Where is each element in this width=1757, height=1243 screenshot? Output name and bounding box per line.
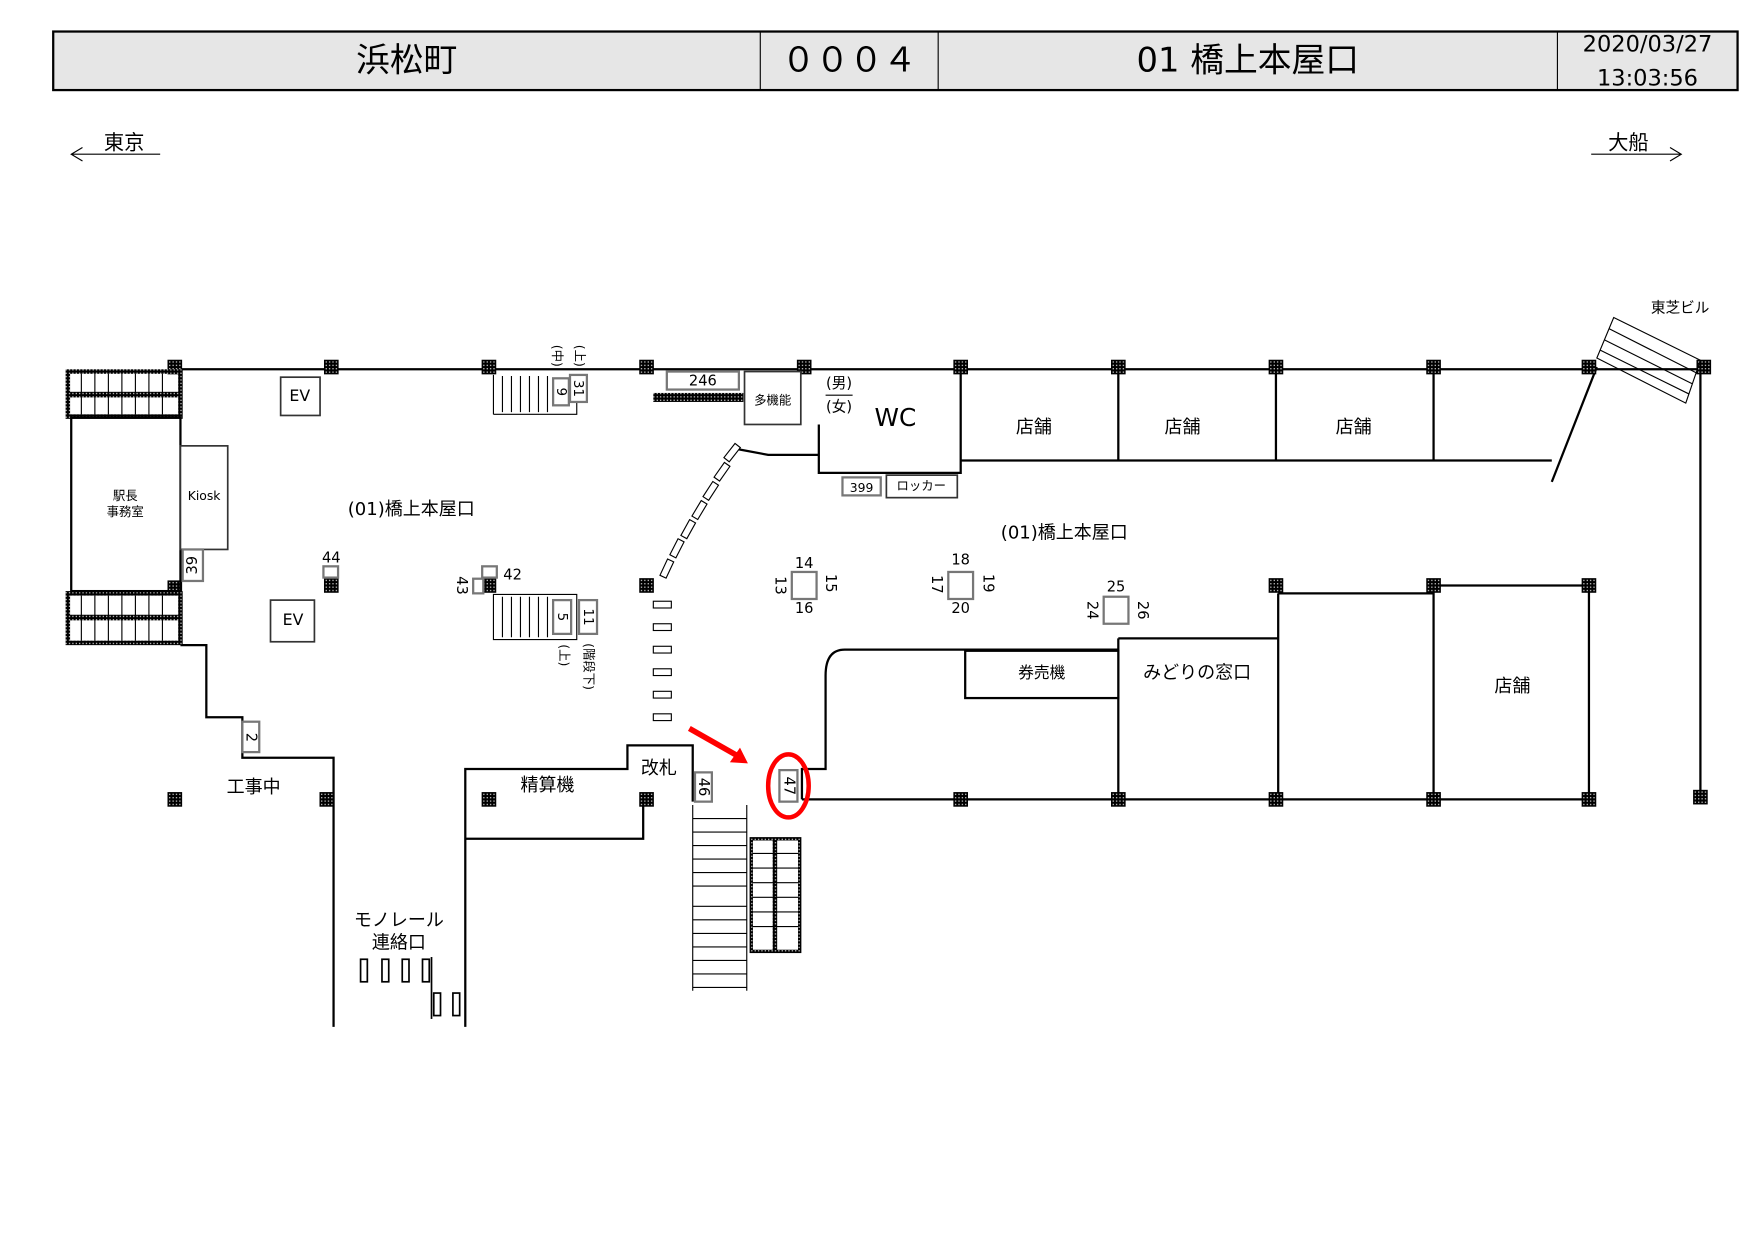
number-box-46 — [693, 771, 713, 803]
exit-name: 01 橋上本屋口 — [1137, 40, 1360, 79]
number-2: 2 — [242, 733, 259, 742]
arrow-left-icon — [70, 147, 161, 162]
number-16: 16 — [795, 600, 814, 617]
number-46: 46 — [695, 778, 712, 797]
construction-label: 工事中 — [227, 777, 281, 798]
number-246: 246 — [689, 373, 717, 390]
number-31: 31 — [570, 380, 586, 397]
station-name: 浜松町 — [356, 40, 457, 79]
multipurpose-label: 多機能 — [754, 392, 791, 407]
monorail-label-2: 連絡口 — [372, 933, 426, 954]
stairs-middle — [492, 593, 578, 641]
shop-label-2: 店舗 — [1164, 417, 1200, 438]
elevator-bottom — [269, 599, 316, 643]
number-44: 44 — [322, 549, 341, 566]
stairs-top — [492, 374, 578, 415]
number-box-2 — [241, 720, 261, 754]
number-5: 5 — [554, 613, 570, 622]
number-18: 18 — [951, 552, 970, 569]
direction-left-label: 東京 — [104, 131, 145, 155]
wc-label: WC — [875, 403, 917, 432]
number-14: 14 — [795, 555, 814, 572]
stair-label-up-2: (上) — [557, 644, 571, 666]
shop-label-3: 店舗 — [1336, 417, 1372, 438]
direction-left: 東京 — [70, 131, 161, 162]
escalator — [749, 837, 802, 954]
station-code: ０００４ — [782, 40, 917, 79]
station-office-label: 駅長 — [113, 489, 138, 503]
stairs-down — [692, 805, 748, 991]
number-box-11 — [577, 598, 599, 636]
number-42: 42 — [503, 566, 522, 583]
header-bar: 浜松町 ０００４ 01 橋上本屋口 2020/03/27 13:03:56 — [52, 30, 1739, 91]
male-label: (男) — [826, 375, 852, 392]
left-stairs-lower — [65, 591, 183, 646]
exit-area-label-2: (01)橋上本屋口 — [1001, 523, 1128, 544]
ticket-gate-label: 改札 — [641, 758, 677, 779]
time: 13:03:56 — [1597, 65, 1698, 91]
number-box-43 — [472, 577, 485, 595]
number-9: 9 — [553, 388, 569, 397]
kiosk — [179, 445, 229, 551]
left-stairs-upper — [65, 369, 183, 419]
number-47: 47 — [780, 777, 797, 796]
pillar-frame-25 — [1102, 595, 1130, 625]
number-24: 24 — [1083, 601, 1100, 620]
pillar-frame-14 — [790, 570, 818, 601]
midori-window-label: みどりの窓口 — [1143, 662, 1251, 683]
female-label: (女) — [826, 398, 852, 416]
number-17: 17 — [928, 575, 945, 594]
arrow-right-icon — [1591, 147, 1683, 162]
elevator-bottom-label: EV — [283, 610, 304, 629]
direction-right: 大船 — [1591, 131, 1683, 162]
elevator-top-label: EV — [289, 386, 310, 405]
tactile-path — [652, 442, 742, 722]
date: 2020/03/27 — [1583, 32, 1713, 58]
shop-label-4: 店舗 — [1494, 676, 1530, 697]
number-20: 20 — [951, 600, 970, 617]
exit-area-label-1: (01)橋上本屋口 — [348, 499, 475, 520]
number-43: 43 — [453, 576, 470, 595]
number-19: 19 — [980, 574, 997, 593]
crosswalk-toshiba — [1596, 316, 1702, 404]
monorail-gates — [359, 957, 461, 1019]
locker — [885, 474, 959, 499]
number-13: 13 — [771, 576, 788, 595]
stair-label-below: (階段下) — [582, 643, 597, 690]
station-office-label-2: 事務室 — [107, 504, 144, 519]
number-box-246 — [665, 370, 741, 391]
shop-label-1: 店舗 — [1016, 417, 1052, 438]
fare-adjustment-label: 精算機 — [520, 775, 574, 796]
number-15: 15 — [822, 574, 839, 593]
number-box-5 — [551, 598, 573, 636]
red-circle-highlight — [765, 752, 811, 820]
number-box-42 — [481, 565, 498, 579]
locker-label: ロッカー — [897, 479, 947, 493]
pillar-frame-18 — [947, 570, 975, 601]
stair-label-mid: (中) — [550, 345, 565, 367]
number-25: 25 — [1107, 579, 1126, 596]
direction-right-label: 大船 — [1608, 131, 1649, 155]
elevator-top — [279, 376, 321, 417]
ticket-machine-area — [964, 649, 1120, 700]
number-box-31 — [568, 373, 589, 404]
number-39: 39 — [184, 556, 201, 575]
number-26: 26 — [1134, 601, 1151, 620]
ticket-machine-label: 券売機 — [1018, 663, 1065, 682]
number-box-399 — [841, 476, 882, 497]
number-box-44 — [322, 565, 340, 579]
monorail-label: モノレール — [354, 910, 444, 931]
highlight-marker — [687, 726, 811, 820]
stair-label-up: (上) — [573, 345, 587, 367]
number-11: 11 — [580, 608, 596, 625]
number-399: 399 — [850, 481, 874, 495]
number-box-39 — [181, 548, 205, 583]
number-box-47 — [778, 768, 799, 803]
toshiba-building-label: 東芝ビル — [1651, 299, 1710, 316]
multipurpose-toilet — [743, 370, 802, 426]
kiosk-label: Kiosk — [188, 489, 222, 503]
walls — [174, 366, 1704, 1027]
red-arrow-icon — [687, 726, 741, 760]
counter-strip — [653, 392, 744, 402]
